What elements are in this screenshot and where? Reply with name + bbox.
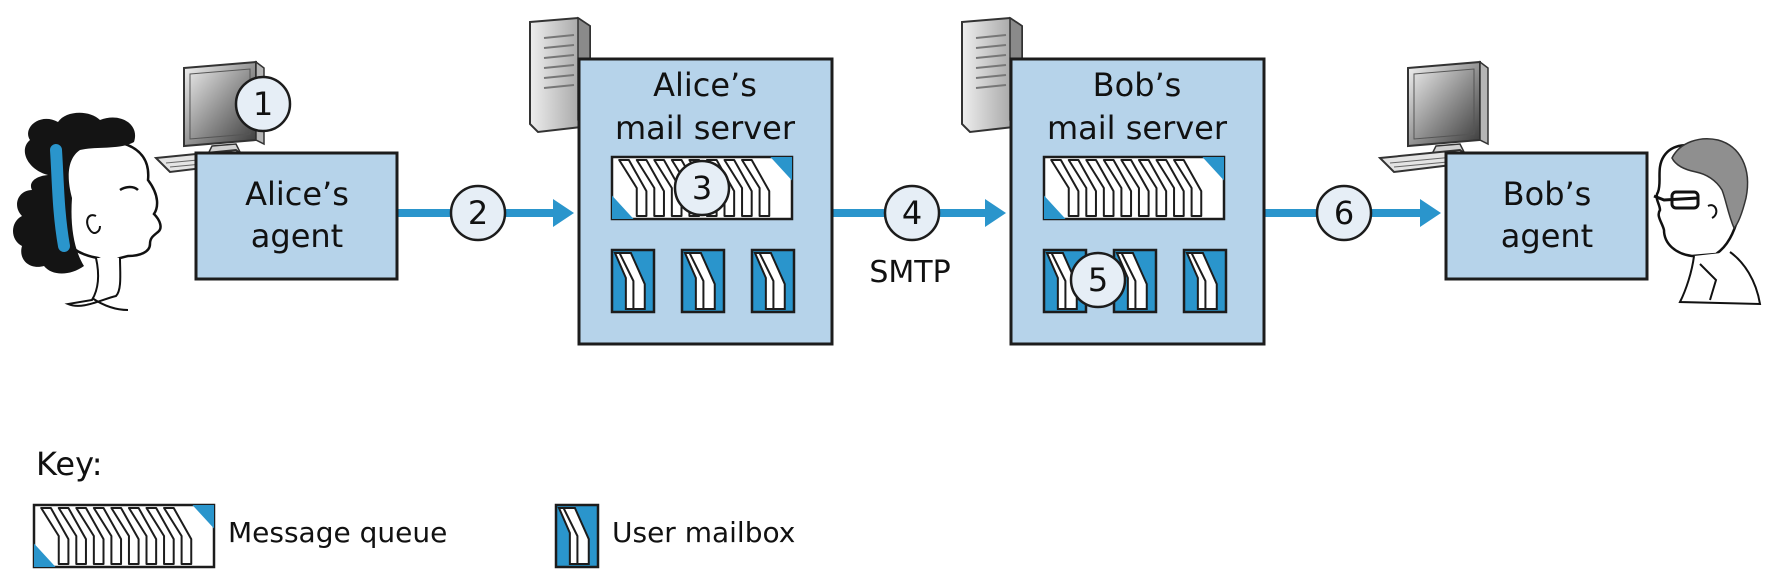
bob-agent-label-line1: Bob’s bbox=[1503, 175, 1592, 213]
computer-icon bbox=[1377, 60, 1489, 174]
alice-agent-box: Alice’s agent bbox=[194, 151, 399, 281]
legend-message-queue-label: Message queue bbox=[228, 516, 447, 549]
alice-agent-label-line2: agent bbox=[251, 217, 343, 255]
step-6-marker: 6 bbox=[1315, 184, 1373, 242]
alice-server-label-line1: Alice’s bbox=[653, 66, 757, 104]
step-5-label: 5 bbox=[1088, 261, 1108, 299]
bob-agent-box: Bob’s agent bbox=[1444, 151, 1649, 281]
user-mailbox bbox=[1182, 248, 1228, 314]
legend-user-mailbox-label: User mailbox bbox=[612, 516, 795, 549]
legend: Key: Message queue User mailbox bbox=[32, 445, 795, 569]
user-mailbox bbox=[610, 248, 656, 314]
smtp-label: SMTP bbox=[869, 255, 950, 290]
message-queue bbox=[1042, 155, 1226, 221]
user-mailbox-key-icon bbox=[554, 503, 600, 569]
user-mailbox bbox=[750, 248, 796, 314]
bob-server-label-line2: mail server bbox=[1047, 109, 1228, 147]
step-2-label: 2 bbox=[468, 194, 488, 232]
legend-title: Key: bbox=[36, 445, 102, 483]
step-4-label: 4 bbox=[902, 194, 922, 232]
step-5-marker: 5 bbox=[1069, 251, 1127, 309]
step-3-marker: 3 bbox=[673, 159, 731, 217]
bob-server-label-line1: Bob’s bbox=[1093, 66, 1182, 104]
message-queue-key-icon bbox=[32, 503, 216, 569]
person-alice-icon bbox=[13, 112, 162, 311]
bob-agent-label-line2: agent bbox=[1501, 217, 1593, 255]
user-mailbox bbox=[680, 248, 726, 314]
alice-server-label-line2: mail server bbox=[615, 109, 796, 147]
bob-mail-server-box: Bob’s mail server bbox=[1009, 57, 1266, 346]
step-1-label: 1 bbox=[253, 85, 273, 123]
step-1-marker: 1 bbox=[234, 75, 292, 133]
step-4-marker: 4 bbox=[883, 184, 941, 242]
step-3-label: 3 bbox=[692, 169, 712, 207]
person-bob-icon bbox=[1653, 138, 1762, 306]
step-6-label: 6 bbox=[1334, 194, 1354, 232]
step-2-marker: 2 bbox=[449, 184, 507, 242]
alice-agent-label-line1: Alice’s bbox=[245, 175, 349, 213]
